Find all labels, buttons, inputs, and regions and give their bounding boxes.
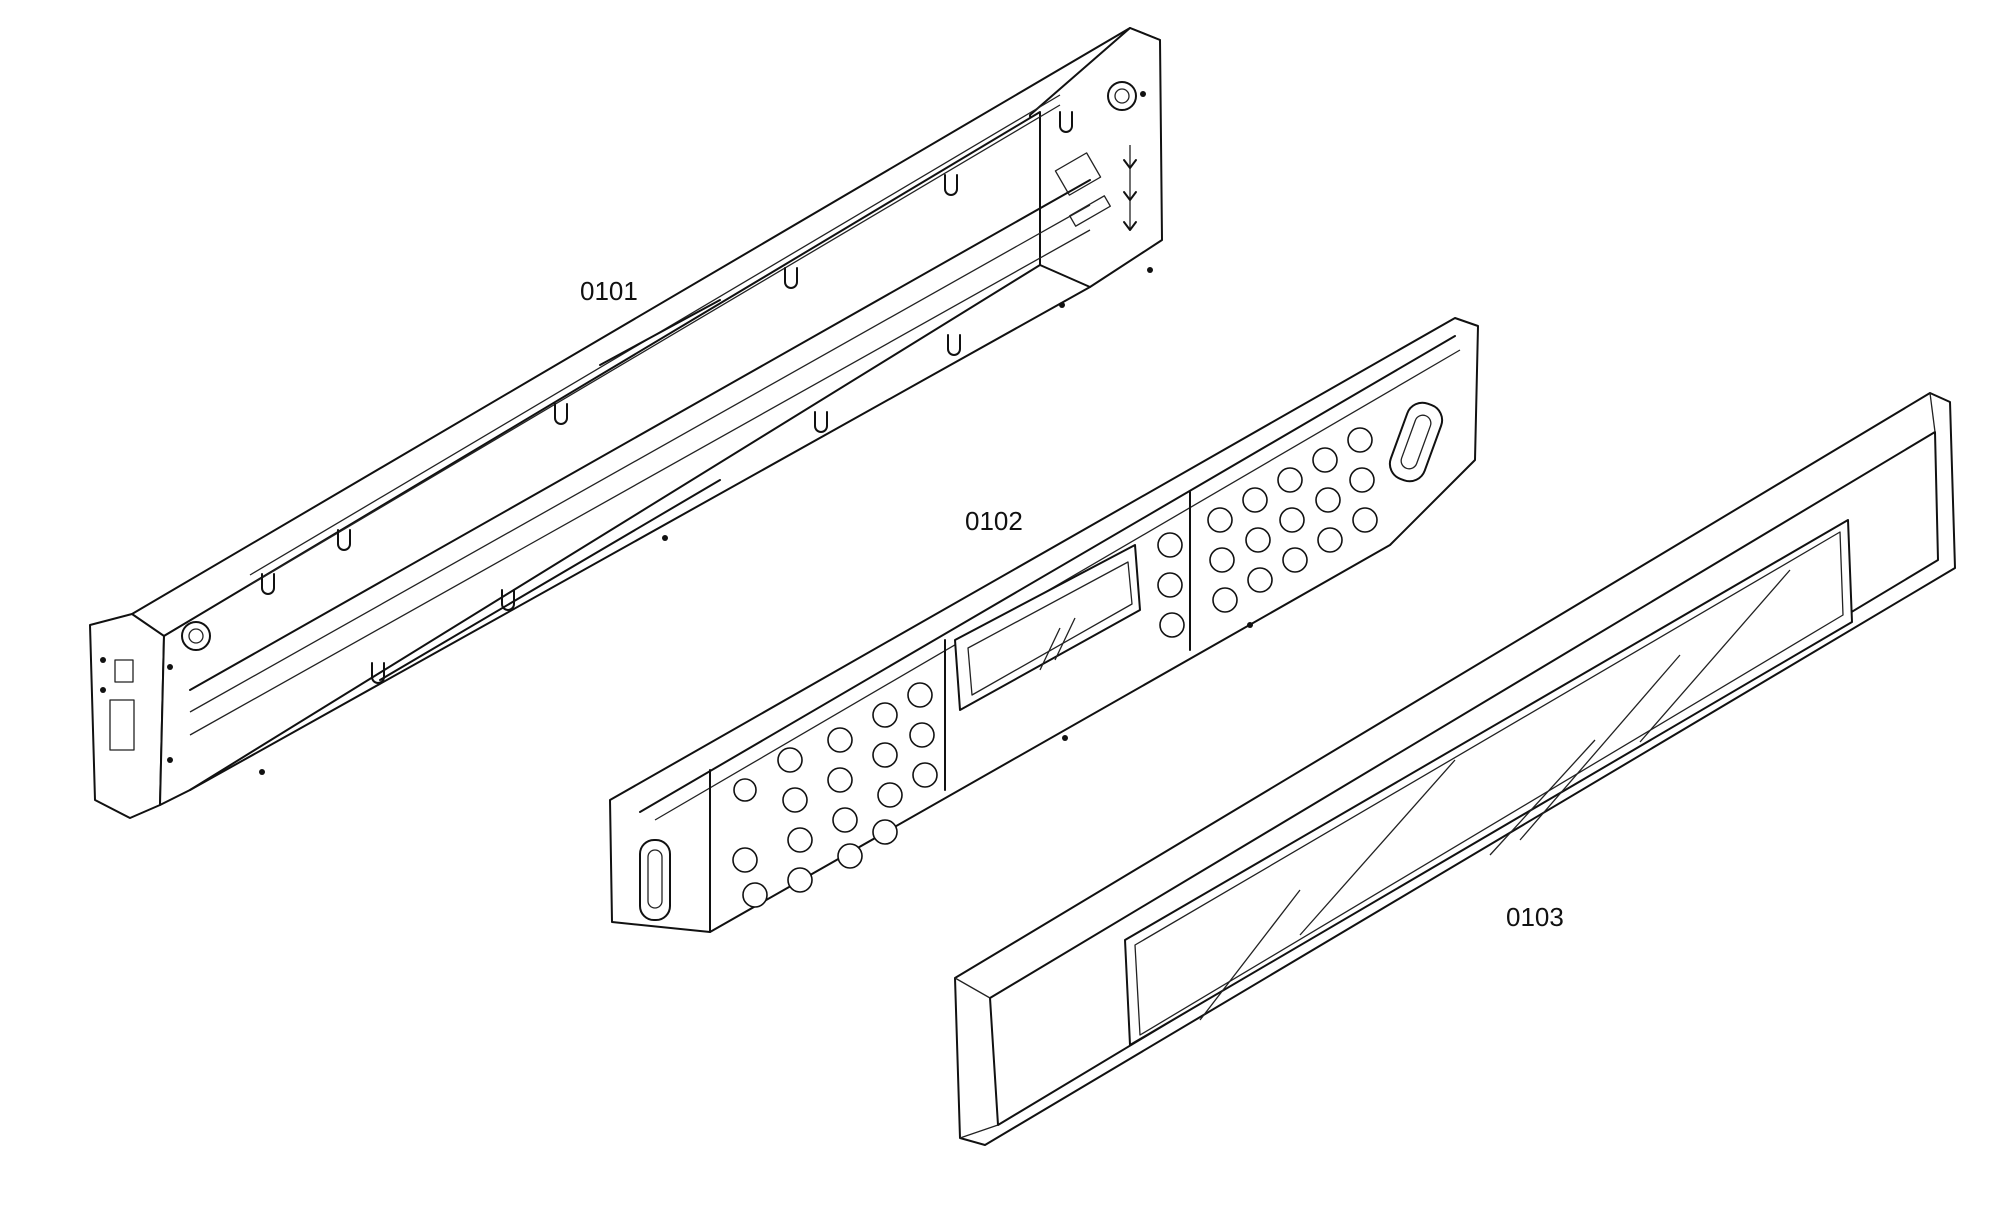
control-board-part bbox=[609, 317, 1479, 933]
part-label-0102: 0102 bbox=[965, 506, 1023, 536]
front-panel-part bbox=[954, 392, 1956, 1146]
part-label-0103: 0103 bbox=[1506, 902, 1564, 932]
frame-part bbox=[89, 27, 1163, 819]
part-label-0101: 0101 bbox=[580, 276, 638, 306]
